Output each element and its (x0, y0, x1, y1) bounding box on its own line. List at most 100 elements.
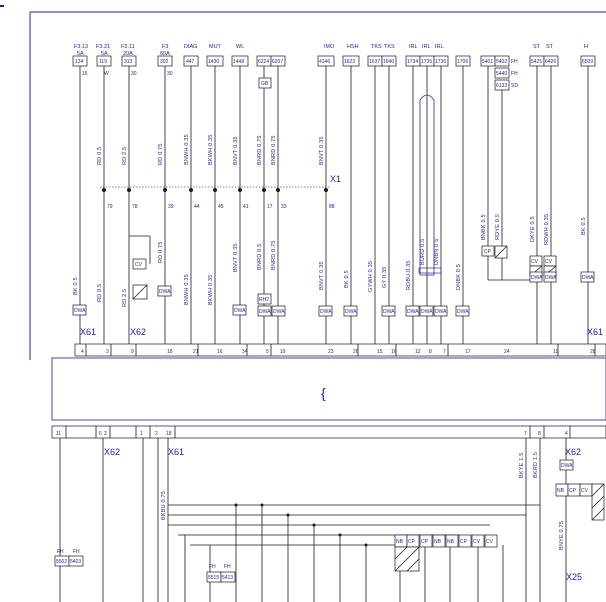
connector-label: X61 (587, 327, 603, 337)
component-label: DWA (561, 463, 573, 469)
component-box (458, 534, 472, 548)
diode-slash (591, 483, 605, 497)
pin-label: 2 (155, 431, 158, 437)
wire-box (494, 55, 510, 67)
component-boxes: DWA CV DWA DWA RH2 DWA DWA DWA DWA DWA D… (72, 235, 595, 317)
component-label: CV (581, 488, 589, 494)
junction-dot (102, 188, 106, 192)
wire-color: BNRD 0.75 (257, 135, 263, 165)
component-label: CP (569, 488, 577, 494)
connector-label: X62 (565, 447, 581, 457)
junction-dots (102, 188, 328, 192)
pin-label: 45 (218, 204, 224, 210)
wire-color: RD 2.5 (122, 147, 128, 165)
side-label: FH (511, 71, 518, 77)
wire-number: 6509 (582, 59, 593, 65)
vertical-wires-top (79, 66, 589, 344)
component-box (72, 304, 87, 316)
connector-label: X25 (566, 572, 582, 582)
fuse-rating: 5A (101, 51, 108, 57)
wire-number: 5413 (222, 575, 233, 581)
wire-color: RD 2.5 (122, 289, 128, 307)
pin-strip (74, 343, 606, 357)
wire-number: 6133 (496, 83, 507, 89)
wire-color: DNBK 0.5 (456, 264, 462, 290)
wire-color: BNYE 0.75 (559, 521, 565, 550)
component-box (419, 305, 434, 317)
component-box (484, 534, 498, 548)
wire-number: 1735 (421, 59, 432, 65)
wire-number: 313 (124, 59, 133, 65)
junction-dot (364, 543, 368, 547)
wire-color: BNVT 0.35 (319, 261, 325, 290)
component-label: CV (531, 259, 539, 265)
pin-label: 8 (429, 349, 432, 355)
wire-color-labels-top: RD 0.5 RD 2.5 RD 0.75 BNWH 0.35 BKWH 0.3… (97, 134, 325, 165)
component-box (543, 271, 557, 283)
pin-label: 12 (415, 349, 421, 355)
component-label: DWA (582, 275, 594, 281)
pin-label: 88 (329, 204, 335, 210)
component-box (257, 293, 272, 305)
pin-label: 34 (242, 349, 248, 355)
wire-color: RDYE 0.5 (495, 214, 501, 240)
feed-label: DIAG (184, 44, 197, 50)
wire-color: BNRD 0.75 (271, 135, 277, 165)
component-label: CV (135, 262, 143, 268)
pin-label: 28 (590, 349, 596, 355)
pin-label: 3 (106, 349, 109, 355)
wire-color: BKRD 1.5 (533, 452, 539, 478)
junction-dot (276, 188, 280, 192)
wire-number: 5403 (70, 559, 81, 565)
wire-number: 1637 (369, 59, 380, 65)
component-box (529, 271, 543, 283)
feed-label: ST (546, 44, 554, 50)
component-label: CV (473, 539, 481, 545)
diode-slash (394, 546, 408, 560)
component-label: DWA (457, 309, 469, 315)
diode-slash (406, 558, 420, 572)
wire-number: 6207 (272, 59, 283, 65)
component-box (271, 305, 286, 317)
component-box (559, 459, 574, 471)
junction-dot (260, 503, 264, 507)
component-label: DWA (407, 309, 419, 315)
pin-label: 7 (524, 431, 527, 437)
feed-label: H (584, 44, 588, 50)
component-label: NB (434, 539, 442, 545)
component-label: NB (447, 539, 455, 545)
wire-number: 119 (99, 59, 107, 65)
component-label: NB (396, 539, 404, 545)
diode-slash (494, 245, 508, 259)
fuse-name: F2.11 (121, 44, 135, 50)
pin-label: 78 (132, 204, 138, 210)
component-box (343, 305, 358, 317)
wire-color: RDBU 0.35 (406, 260, 412, 290)
wire-number: 1640 (383, 59, 394, 65)
pin-label: 6 (99, 431, 102, 437)
feed-label: TKS (384, 44, 395, 50)
component-box (405, 305, 420, 317)
junction-dot (238, 188, 242, 192)
component-label: CV (545, 259, 553, 265)
wire-color: RD 0.75 (158, 241, 164, 263)
connector-label: X61 (80, 327, 96, 337)
pin-label: 11 (56, 431, 61, 437)
wire-color: BNVT 0.35 (319, 136, 325, 165)
pin-label: 4 (565, 431, 568, 437)
wire-number: 1448 (233, 59, 244, 65)
vertical-wires-lower (59, 438, 567, 602)
wire-color: BNBK 0.5 (481, 214, 487, 240)
lower-components: DWA NB CP CV NB CP CP NB NB CP CV CV FH … (54, 459, 605, 583)
pin-label: 7 (443, 349, 446, 355)
junction-dot (286, 513, 290, 517)
connector-label: X62 (130, 327, 146, 337)
fh-label: FH (209, 564, 216, 570)
wire-color: DKYE 0.5 (530, 216, 536, 242)
junction-dot (213, 188, 217, 192)
connector-label: X1 (330, 174, 341, 184)
wire-color: RD 0.5 (97, 147, 103, 165)
wire-color: RD 0.75 (158, 143, 164, 165)
component-box (471, 534, 485, 548)
pin-label: 30 (131, 71, 137, 77)
